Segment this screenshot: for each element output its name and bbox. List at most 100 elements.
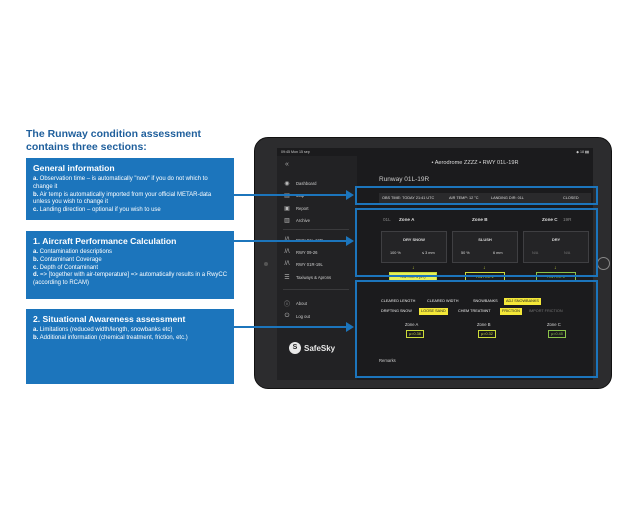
observation-bar: OBS TIME: TODAY 21:41 UTC AIR TEMP: 12 °… bbox=[379, 193, 591, 203]
card-line: b. Additional information (chemical trea… bbox=[33, 334, 188, 341]
status-indicators: ◆ 18 ▮▮ bbox=[576, 150, 589, 154]
contaminant-type: DRY SNOW bbox=[403, 237, 425, 242]
coverage-value[interactable]: 100 % bbox=[390, 251, 401, 255]
tag-import-friction[interactable]: IMPORT FRICTION bbox=[529, 309, 563, 313]
connector-line bbox=[234, 326, 347, 328]
report-icon: ▣ bbox=[284, 205, 290, 212]
general-info-highlight bbox=[355, 186, 598, 205]
runway-end-left: 01L bbox=[383, 217, 391, 222]
card-title: 1. Aircraft Performance Calculation bbox=[33, 236, 177, 246]
info-icon: ⓘ bbox=[283, 301, 290, 308]
tag-cleared-length[interactable]: CLEARED LENGTH bbox=[381, 299, 416, 303]
sidebar-item-report[interactable]: ▣ Report bbox=[283, 203, 355, 213]
coverage-value[interactable]: 50 % bbox=[461, 251, 470, 255]
divider bbox=[283, 289, 349, 290]
depth-value[interactable]: 6 mm bbox=[493, 251, 503, 255]
performance-highlight bbox=[355, 208, 598, 277]
sidebar-item-rwy-09-26[interactable]: //\ RWY 09-26 bbox=[283, 247, 355, 257]
arrow-down-icon: ↓ bbox=[483, 265, 486, 271]
zone-c-contamination[interactable]: DRY N/A N/A bbox=[523, 231, 589, 263]
obs-time[interactable]: OBS TIME: TODAY 21:41 UTC bbox=[382, 196, 435, 200]
safesky-logo: S SafeSky bbox=[289, 342, 335, 354]
aircraft-performance-card: 1. Aircraft Performance Calculation a. C… bbox=[26, 231, 234, 299]
sidebar-item-label: Archive bbox=[296, 217, 310, 223]
runway-title: Runway 01L-19R bbox=[379, 176, 430, 183]
sidebar-item-label: Log out bbox=[296, 313, 310, 319]
runway-end-right: 19R bbox=[563, 217, 572, 222]
arrow-down-icon: ↓ bbox=[412, 265, 415, 271]
sidebar-item-label: Taxiways & Aprons bbox=[296, 274, 332, 280]
sidebar-item-dashboard[interactable]: ◉ Dashboard bbox=[283, 178, 355, 188]
contaminant-type: DRY bbox=[551, 237, 561, 242]
card-line: a. Contamination descriptions bbox=[33, 249, 113, 255]
arrow-right-icon bbox=[346, 236, 354, 246]
main-panel: • Aerodrome ZZZZ • RWY 01L-19R Runway 01… bbox=[357, 156, 593, 380]
sidebar: « ◉ Dashboard ▤ Map ▣ Report ▥ Archive /… bbox=[277, 156, 357, 380]
runway-status[interactable]: CLOSED bbox=[563, 196, 579, 200]
friction-zone-c-label: Zone C bbox=[547, 322, 561, 327]
archive-icon: ▥ bbox=[284, 217, 290, 224]
friction-zone-c-value[interactable]: μ=0.45 bbox=[548, 330, 566, 338]
depth-value[interactable]: N/A bbox=[564, 251, 571, 255]
air-temp[interactable]: AIR TEMP: 12 °C bbox=[449, 196, 479, 200]
collapse-icon[interactable]: « bbox=[285, 161, 289, 168]
sidebar-item-archive[interactable]: ▥ Archive bbox=[283, 215, 355, 225]
runway-icon: //\ bbox=[284, 249, 290, 255]
sidebar-item-about[interactable]: ⓘ About bbox=[283, 298, 355, 308]
runway-icon: //\ bbox=[284, 261, 290, 267]
sidebar-item-label: RWY 09-26 bbox=[296, 249, 318, 255]
connector-line bbox=[234, 194, 347, 196]
zone-a-header: Zone A bbox=[399, 217, 415, 222]
sidebar-item-label: RWY 01R-19L bbox=[296, 261, 323, 267]
camera-icon bbox=[264, 262, 268, 266]
card-line: a. Observation time – is automatically "… bbox=[33, 176, 208, 190]
card-line: d. => [together with air-temperature] =>… bbox=[33, 272, 228, 287]
arrow-right-icon bbox=[346, 190, 354, 200]
card-line: b. Air temp is automatically imported fr… bbox=[33, 191, 212, 206]
tag-friction[interactable]: FRICTION bbox=[500, 308, 522, 315]
contaminant-type: SLUSH bbox=[478, 237, 492, 242]
arrow-right-icon bbox=[346, 322, 354, 332]
logout-icon: ⏻ bbox=[284, 312, 290, 319]
sidebar-item-label: Report bbox=[296, 205, 309, 211]
depth-value[interactable]: ≤ 3 mm bbox=[422, 251, 435, 255]
friction-zone-a-label: Zone A bbox=[405, 322, 419, 327]
eye-icon: ◉ bbox=[284, 180, 290, 187]
logo-mark: S bbox=[289, 342, 301, 354]
home-button[interactable] bbox=[597, 257, 610, 270]
arrow-down-icon: ↓ bbox=[554, 265, 557, 271]
card-line: a. Limitations (reduced width/length, sn… bbox=[33, 327, 173, 333]
remarks-label[interactable]: Remarks bbox=[379, 358, 396, 363]
zone-a-contamination[interactable]: DRY SNOW 100 % ≤ 3 mm bbox=[381, 231, 447, 263]
tag-adj-snowbanks[interactable]: ADJ SNOWBANKS bbox=[504, 298, 541, 305]
card-line: c. Depth of Contaminant bbox=[33, 264, 99, 271]
sidebar-item-logout[interactable]: ⏻ Log out bbox=[283, 311, 355, 321]
tag-cleared-width[interactable]: CLEARED WIDTH bbox=[427, 299, 459, 303]
zone-c-header: Zone C bbox=[542, 217, 558, 222]
tag-loose-sand[interactable]: LOOSE SAND bbox=[419, 308, 448, 315]
coverage-value[interactable]: N/A bbox=[532, 251, 539, 255]
zone-b-header: Zone B bbox=[472, 217, 488, 222]
friction-zone-b-label: Zone B bbox=[477, 322, 491, 327]
sidebar-item-rwy-01r-19l[interactable]: //\ RWY 01R-19L bbox=[283, 259, 355, 269]
tag-snowbanks[interactable]: SNOWBANKS bbox=[473, 299, 498, 303]
zone-b-contamination[interactable]: SLUSH 50 % 6 mm bbox=[452, 231, 518, 263]
card-title: 2. Situational Awareness assessment bbox=[33, 314, 186, 324]
logo-wordmark: SafeSky bbox=[304, 343, 336, 353]
card-line: b. Contaminant Coverage bbox=[33, 256, 102, 263]
divider bbox=[283, 229, 349, 230]
friction-zone-b-value[interactable]: μ=0.32 bbox=[478, 330, 496, 338]
tag-chem-treatment[interactable]: CHEM TREATMNT bbox=[458, 309, 491, 313]
friction-zone-a-value[interactable]: μ=0.38 bbox=[406, 330, 424, 338]
situational-awareness-card: 2. Situational Awareness assessment a. L… bbox=[26, 309, 234, 384]
landing-direction[interactable]: LANDING DIR: 01L bbox=[491, 196, 524, 200]
tag-drifting-snow[interactable]: DRIFTING SNOW bbox=[381, 309, 412, 313]
card-title: General information bbox=[33, 163, 115, 173]
sidebar-item-label: Dashboard bbox=[296, 180, 317, 186]
sidebar-item-label: About bbox=[296, 300, 307, 306]
sidebar-item-taxiways-aprons[interactable]: ☰ Taxiways & Aprons bbox=[283, 272, 355, 282]
situational-highlight bbox=[355, 280, 598, 378]
connector-line bbox=[234, 240, 347, 242]
card-line: c. Landing direction – optional if you w… bbox=[33, 207, 161, 214]
general-information-card: General information a. Observation time … bbox=[26, 158, 234, 220]
